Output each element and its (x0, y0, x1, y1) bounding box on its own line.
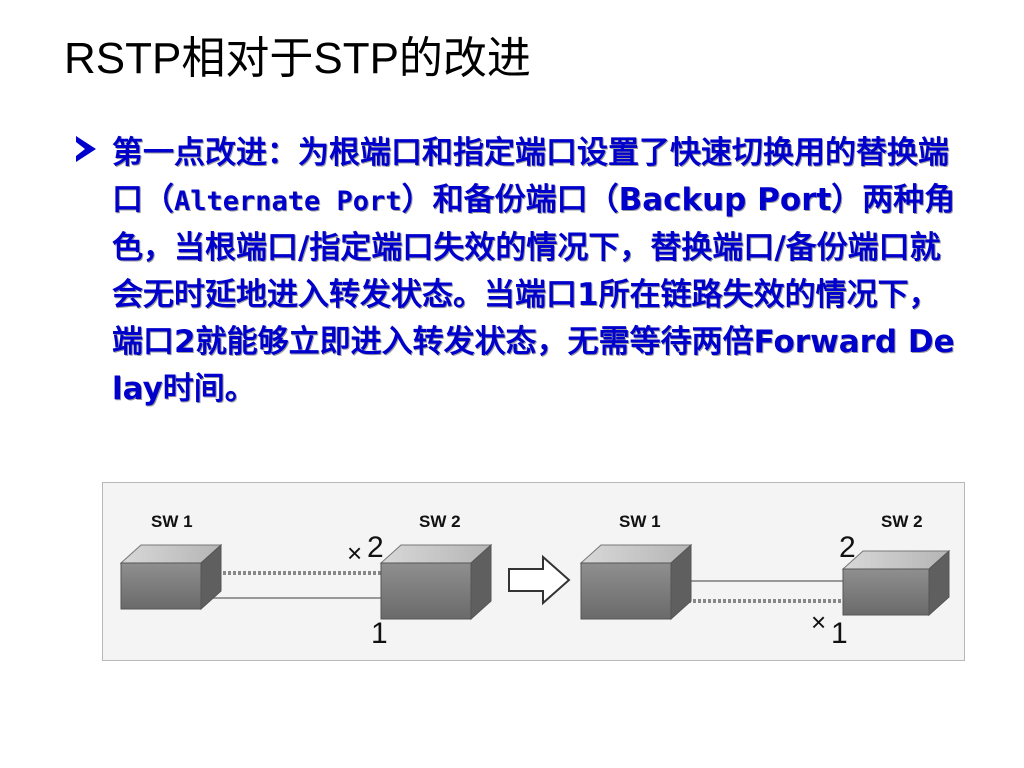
arrow-bullet-icon (76, 136, 96, 162)
scene-before: SW 1 SW 2 × 2 1 (119, 512, 493, 650)
switch-sw1-box-after (579, 543, 693, 621)
x-mark-after: × (811, 607, 826, 637)
bullet-text-backup-port: Backup Port (618, 182, 832, 218)
bullet-text-part1: 第一点改进：为根端口和指定端口设置了快速切换用的替换端口（ (112, 135, 949, 218)
bullet-text-part5: ）两种角色，当根端口/指定端口失效的情况下，替换端口/备份端口就会无时延地进入转… (112, 182, 956, 407)
switch-sw1-box (119, 543, 223, 611)
scene-after: SW 1 SW 2 2 × 1 (579, 512, 951, 650)
port-1-after: 1 (831, 617, 848, 650)
bullet-text-part3: ）和备份端口（ (401, 182, 619, 218)
diagram-svg: SW 1 SW 2 × 2 1 SW 1 (119, 512, 951, 650)
label-sw2-before: SW 2 (419, 512, 461, 531)
slide-title: RSTP相对于STP的改进 (64, 34, 531, 83)
label-sw1-before: SW 1 (151, 512, 193, 531)
rstp-failover-diagram: SW 1 SW 2 × 2 1 SW 1 (102, 482, 965, 661)
bullet-text-alternate-port: Alternate Port (174, 186, 402, 217)
bullet-text: 第一点改进：为根端口和指定端口设置了快速切换用的替换端口（Alternate P… (112, 130, 962, 413)
label-sw1-after: SW 1 (619, 512, 661, 531)
port-2-after: 2 (839, 531, 856, 564)
switch-sw2-box-after (841, 549, 951, 617)
bullet-item: 第一点改进：为根端口和指定端口设置了快速切换用的替换端口（Alternate P… (76, 130, 976, 413)
switch-sw2-box (379, 543, 493, 621)
label-sw2-after: SW 2 (881, 512, 923, 531)
port-2-before: 2 (367, 531, 384, 564)
transition-arrow-icon (508, 554, 571, 606)
x-mark-before: × (347, 538, 362, 568)
port-1-before: 1 (371, 617, 388, 650)
